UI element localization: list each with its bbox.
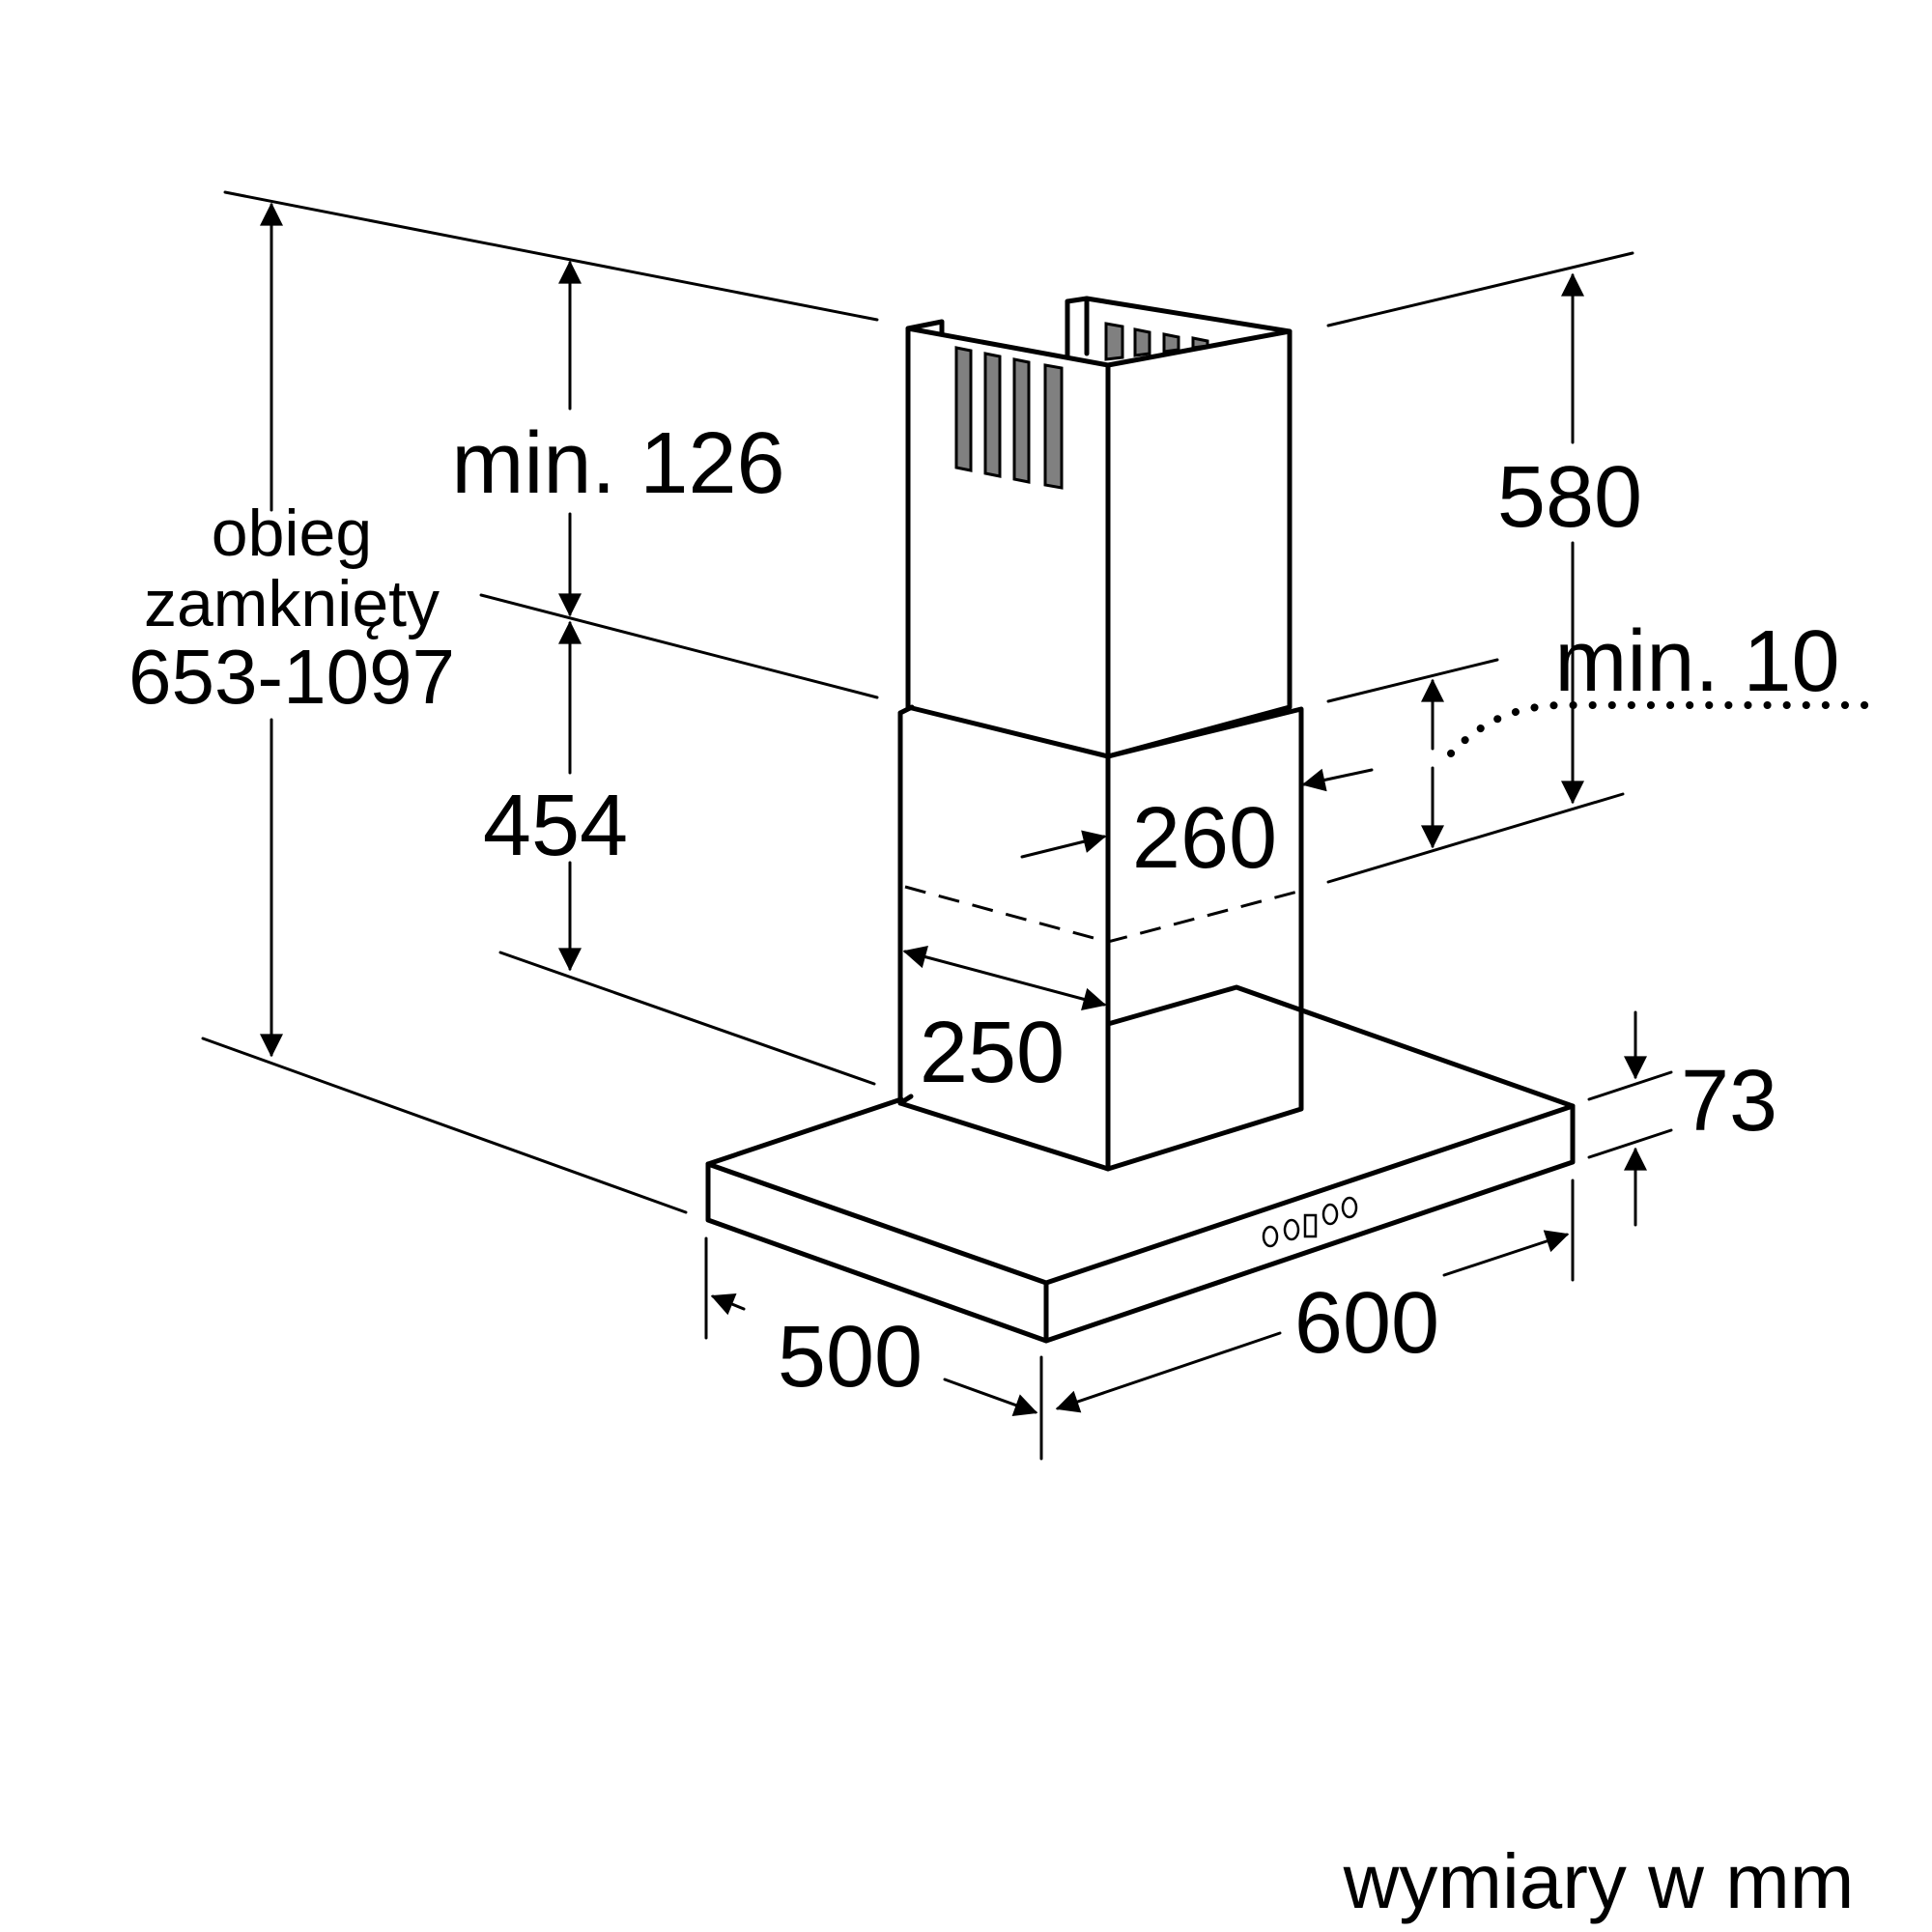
dim-label-obieg-line1: obieg [212, 497, 372, 570]
vent-slots-back [1104, 322, 1209, 361]
dim-label-73: 73 [1681, 1053, 1777, 1150]
dim-label-min-10: min. 10 [1554, 613, 1839, 710]
dim-label-obieg-line2: zamknięty [144, 567, 440, 640]
upper-chimney [905, 296, 1293, 759]
extension-lines [201, 190, 1673, 1461]
dim-label-260: 260 [1132, 790, 1277, 887]
dimension-arrows [260, 202, 1647, 1416]
units-note: wymiary w mm [1343, 1838, 1855, 1924]
dim-label-600: 600 [1294, 1275, 1439, 1372]
min-10-dotted-line [1447, 701, 1878, 757]
control-button-icon[interactable] [1321, 1203, 1339, 1226]
control-panel [1262, 1196, 1358, 1248]
dim-label-min-126: min. 126 [451, 415, 784, 512]
dim-label-454: 454 [483, 778, 628, 874]
dim-label-250: 250 [920, 1005, 1065, 1101]
control-button-icon[interactable] [1341, 1196, 1358, 1219]
control-button-icon[interactable] [1283, 1218, 1300, 1241]
vent-slots-front [954, 346, 1064, 490]
control-display-icon [1303, 1213, 1318, 1238]
dim-label-580: 580 [1497, 449, 1642, 546]
overlap-dashed-line [904, 885, 1302, 944]
dim-label-obieg-line3: 653-1097 [128, 634, 455, 720]
dim-label-500: 500 [778, 1309, 923, 1406]
canopy [705, 984, 1576, 1344]
lower-chimney [897, 704, 1304, 1172]
control-button-icon[interactable] [1262, 1225, 1279, 1248]
